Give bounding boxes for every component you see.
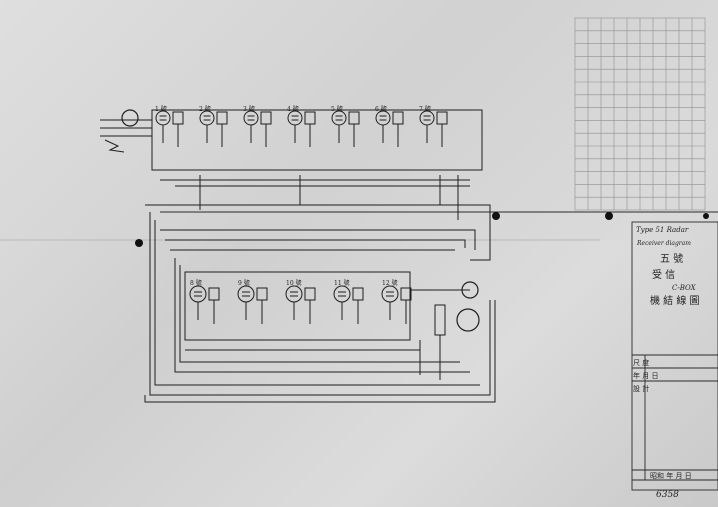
tube-stage-label: 8 號 <box>190 280 202 287</box>
registration-dot <box>605 212 613 220</box>
upper-amplifier-stage <box>100 109 483 187</box>
tube-stage-label: 4 號 <box>287 106 299 113</box>
title-block <box>631 221 718 491</box>
english-title: Type 51 Radar <box>636 226 689 234</box>
tube-stage-label: 3 號 <box>243 106 255 113</box>
tube-stage-label: 10 號 <box>286 280 302 287</box>
tube-stage-label: 12 號 <box>382 280 398 287</box>
tube-stage-label: 1 號 <box>155 106 167 113</box>
tube-stage-label: 5 號 <box>331 106 343 113</box>
vacuum-tube-symbol <box>189 285 207 303</box>
lower-tube-row <box>189 285 412 324</box>
revision-grid <box>574 17 706 211</box>
kanji-receiver: 受 信 <box>652 270 676 281</box>
tube-stage-label: 9 號 <box>238 280 250 287</box>
vacuum-tube-symbol <box>333 285 351 303</box>
english-subtitle: Receiver diagram <box>637 240 691 247</box>
output-jack-symbol <box>461 281 479 299</box>
vacuum-tube-symbol <box>237 285 255 303</box>
tube-stage-label: 2 號 <box>199 106 211 113</box>
design-label: 設 計 <box>633 385 650 393</box>
date-label: 年 月 日 <box>633 372 659 380</box>
registration-dot <box>703 213 709 219</box>
sheet-number: 6358 <box>656 490 679 500</box>
crt-tube-symbol <box>456 308 480 332</box>
vacuum-tube-symbol <box>381 285 399 303</box>
tube-stage-label: 7 號 <box>419 106 431 113</box>
lower-amplifier-stage <box>184 271 470 380</box>
vacuum-tube-symbol <box>285 285 303 303</box>
box-code: C-BOX <box>672 284 696 292</box>
registration-dot <box>135 239 143 247</box>
input-jack-symbol <box>121 109 139 127</box>
tube-stage-label: 11 號 <box>334 280 350 287</box>
upper-tube-row <box>155 110 448 147</box>
registration-dot <box>492 212 500 220</box>
kanji-machine-diagram: 機 結 線 圖 <box>650 296 700 307</box>
footer-date: 昭和 年 月 日 <box>650 472 692 480</box>
scale-label: 尺 度 <box>633 359 650 367</box>
kanji-number: 五 號 <box>660 254 684 265</box>
interconnect-bus <box>144 175 496 403</box>
tube-stage-label: 6 號 <box>375 106 387 113</box>
